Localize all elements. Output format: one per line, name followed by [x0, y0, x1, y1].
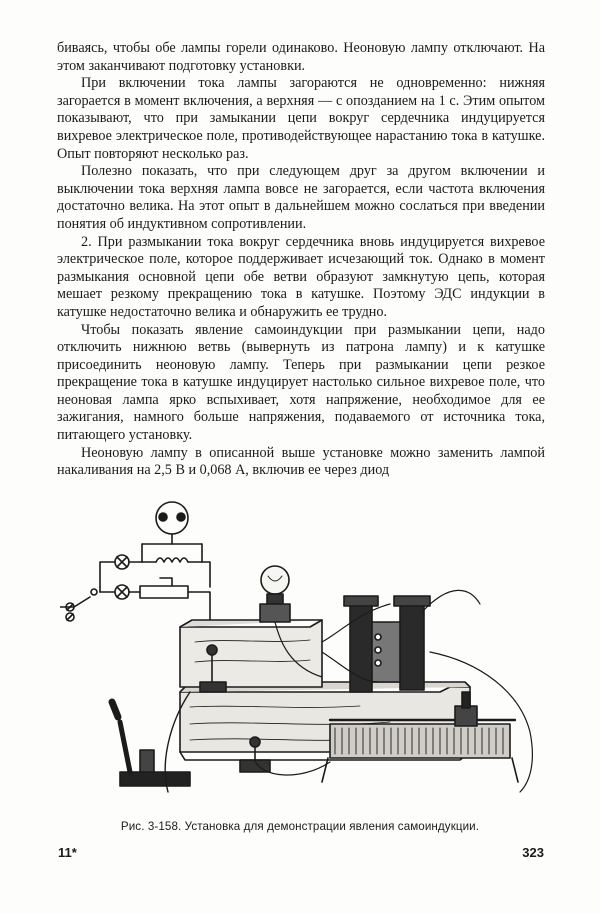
paragraph: биваясь, чтобы обе лампы горели одинаков…	[57, 40, 545, 74]
page-number: 323	[522, 845, 544, 860]
schematic-diagram	[59, 501, 236, 623]
signature-mark: 11*	[58, 845, 77, 860]
paragraph: При включении тока лампы загораются не о…	[57, 75, 545, 162]
paragraph: 2. При размыкании тока вокруг сердечника…	[57, 233, 545, 320]
paragraph: Чтобы показать явление самоиндукции при …	[57, 321, 545, 444]
paragraph: Полезно показать, что при следующем друг…	[57, 163, 545, 232]
apparatus-drawing	[108, 565, 533, 793]
paragraph: Неоновую лампу в описанной выше установк…	[57, 444, 545, 479]
apparatus-illustration	[59, 501, 533, 793]
figure-caption: Рис. 3-158. Установка для демонстрации я…	[120, 820, 480, 833]
body-text: биваясь, чтобы обе лампы горели одинаков…	[57, 40, 545, 480]
figure-apparatus	[59, 492, 550, 812]
